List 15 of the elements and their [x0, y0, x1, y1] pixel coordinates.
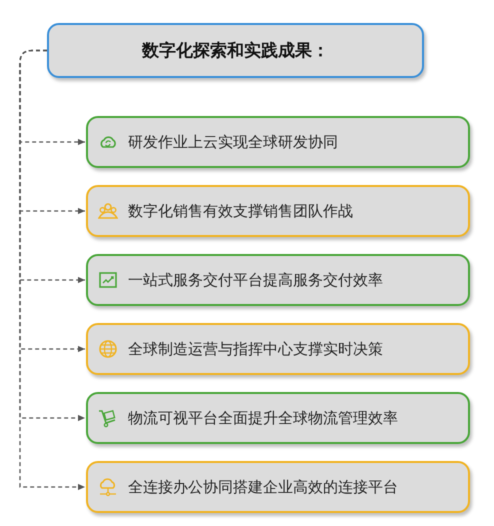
result-text: 全球制造运营与指挥中心支撑实时决策 [128, 340, 383, 358]
result-text: 物流可视平台全面提升全球物流管理效率 [128, 408, 398, 428]
result-text: 全连接办公协同搭建企业高效的连接平台 [128, 478, 398, 496]
heading-text: 数字化探索和实践成果： [142, 40, 329, 62]
result-box [86, 323, 470, 375]
result-box [86, 254, 470, 306]
heading-box [47, 23, 424, 78]
result-box [86, 392, 470, 444]
result-box [86, 185, 470, 237]
result-text: 数字化销售有效支撑销售团队作战 [128, 202, 353, 220]
result-box [86, 116, 470, 168]
result-text: 一站式服务交付平台提高服务交付效率 [128, 270, 383, 290]
result-text: 研发作业上云实现全球研发协同 [128, 132, 338, 152]
result-box [86, 461, 470, 513]
connector-arrow [19, 50, 85, 490]
